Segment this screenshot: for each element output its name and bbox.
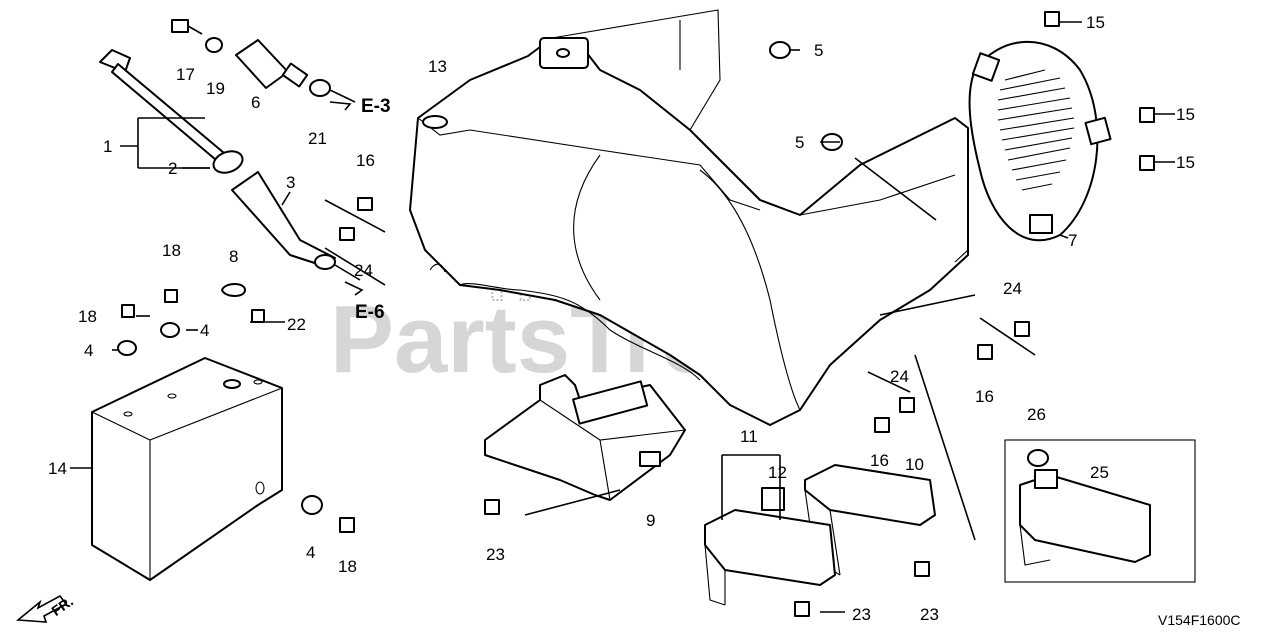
callout-19[interactable]: 19 <box>206 79 225 98</box>
callout-16b[interactable]: 16 <box>975 387 994 406</box>
front-direction-arrow: FR. <box>15 593 76 623</box>
callout-23c[interactable]: 23 <box>920 605 939 624</box>
fr-label: FR. <box>48 593 76 619</box>
callout-24c[interactable]: 24 <box>890 367 909 386</box>
callout-9[interactable]: 9 <box>646 511 655 530</box>
callout-1[interactable]: 1 <box>103 137 112 156</box>
callout-7[interactable]: 7 <box>1068 231 1077 250</box>
callout-25[interactable]: 25 <box>1090 463 1109 482</box>
tank-cover[interactable] <box>91 357 283 581</box>
callout-8[interactable]: 8 <box>229 247 238 266</box>
grille-cover[interactable] <box>968 40 1112 242</box>
callout-15b[interactable]: 15 <box>1176 105 1195 124</box>
duct-25[interactable] <box>1019 469 1151 566</box>
callout-4c[interactable]: 4 <box>306 543 315 562</box>
callout-26[interactable]: 26 <box>1027 405 1046 424</box>
callout-12[interactable]: 12 <box>768 463 787 482</box>
callout-3[interactable]: 3 <box>286 173 295 192</box>
callout-13[interactable]: 13 <box>428 57 447 76</box>
callout-4b[interactable]: 4 <box>200 321 209 340</box>
callout-18b[interactable]: 18 <box>78 307 97 326</box>
callout-24b[interactable]: 24 <box>1003 279 1022 298</box>
duct-11[interactable] <box>704 487 836 606</box>
callout-18a[interactable]: 18 <box>162 241 181 260</box>
callout-21[interactable]: 21 <box>308 129 327 148</box>
callout-2[interactable]: 2 <box>168 159 177 178</box>
ref-e6[interactable]: E-6 <box>355 302 385 323</box>
callouts: 1 2 3 4 4 4 5 5 6 7 8 9 10 11 12 13 14 1… <box>48 13 1195 624</box>
callout-15a[interactable]: 15 <box>1086 13 1105 32</box>
callout-14[interactable]: 14 <box>48 459 67 478</box>
callout-6[interactable]: 6 <box>251 93 260 112</box>
callout-11[interactable]: 11 <box>740 427 758 446</box>
inset-box <box>1004 439 1196 583</box>
callout-4a[interactable]: 4 <box>84 341 93 360</box>
callout-23b[interactable]: 23 <box>852 605 871 624</box>
arrow-e3-icon <box>329 101 352 111</box>
callout-18c[interactable]: 18 <box>338 557 357 576</box>
callout-15c[interactable]: 15 <box>1176 153 1195 172</box>
callout-10[interactable]: 10 <box>905 455 924 474</box>
leader-lines <box>70 21 1175 613</box>
callout-16c[interactable]: 16 <box>870 451 889 470</box>
callout-16a[interactable]: 16 <box>356 151 375 170</box>
callout-17[interactable]: 17 <box>176 65 195 84</box>
ref-e3[interactable]: E-3 <box>361 96 391 117</box>
diagram-code: V154F1600C <box>1158 612 1241 628</box>
callout-24a[interactable]: 24 <box>354 261 373 280</box>
bracket[interactable] <box>484 374 686 501</box>
callout-23a[interactable]: 23 <box>486 545 505 564</box>
dipstick-assembly[interactable] <box>99 49 336 270</box>
arrow-e6-icon <box>344 281 364 296</box>
callout-5b[interactable]: 5 <box>795 133 804 152</box>
fasteners[interactable] <box>117 11 1155 617</box>
callout-22[interactable]: 22 <box>287 315 306 334</box>
engine-shroud[interactable] <box>409 9 969 426</box>
callout-5a[interactable]: 5 <box>814 41 823 60</box>
